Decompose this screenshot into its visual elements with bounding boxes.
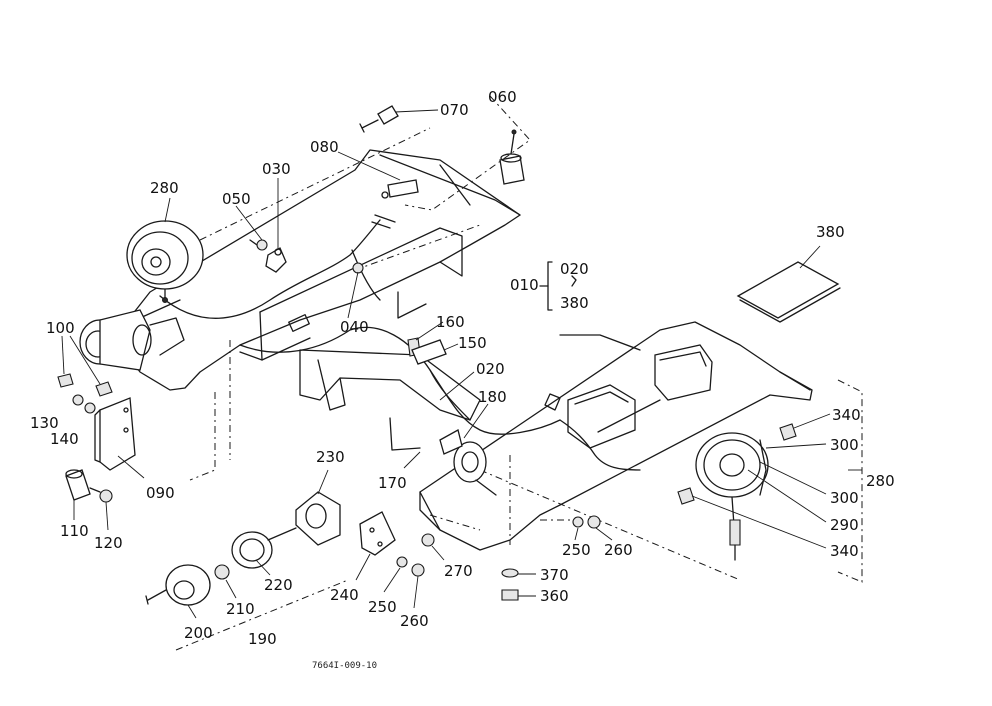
clip-030 [265, 247, 287, 273]
washer-250-right [572, 516, 584, 528]
label-220: 220 [264, 576, 293, 594]
front-lamp-280 [126, 220, 204, 303]
label-340-bottom: 340 [830, 542, 859, 560]
lamp-110 [65, 469, 91, 501]
grommet-040 [352, 262, 364, 274]
label-260-right: 260 [604, 541, 633, 559]
label-090: 090 [146, 484, 175, 502]
operator-manual-380 [736, 261, 841, 323]
washer-130 [72, 394, 84, 406]
lamp-200 [145, 564, 211, 606]
washer-370 [501, 568, 519, 578]
label-380-group: 380 [560, 294, 589, 312]
bolt-100-a [57, 373, 74, 388]
connector-180 [439, 429, 463, 455]
bulb-210 [214, 564, 230, 580]
label-030: 030 [262, 160, 291, 178]
label-130: 130 [30, 414, 59, 432]
label-010: 010 [510, 276, 539, 294]
label-080: 080 [310, 138, 339, 156]
bracket-280-right-outline [837, 379, 863, 583]
label-120: 120 [94, 534, 123, 552]
label-360: 360 [540, 587, 569, 605]
leader-lines [189, 127, 741, 581]
part-number-labels: 060 070 080 030 280 050 040 380 010 020 … [30, 88, 895, 671]
knob-070 [359, 105, 399, 133]
rear-fender-panel [419, 321, 813, 551]
plate-080 [381, 179, 419, 199]
label-380-top: 380 [816, 223, 845, 241]
screw-120 [89, 487, 113, 503]
label-290: 290 [830, 516, 859, 534]
label-060: 060 [488, 88, 517, 106]
bolt-340-left [677, 487, 695, 505]
label-280-top: 280 [150, 179, 179, 197]
label-050: 050 [222, 190, 251, 208]
wiring-harness [159, 214, 641, 471]
front-frame-beam [239, 227, 463, 361]
label-250-right: 250 [562, 541, 591, 559]
label-150: 150 [458, 334, 487, 352]
label-040: 040 [340, 318, 369, 336]
label-200: 200 [184, 624, 213, 642]
label-300-bottom: 300 [830, 489, 859, 507]
drawing-code: 7664I-009-10 [312, 661, 377, 671]
rear-lamp-300 [695, 432, 769, 561]
label-020-group: 020 [560, 260, 589, 278]
rear-tail-housing [567, 344, 713, 449]
front-headlamp-housing [79, 309, 185, 371]
label-020: 020 [476, 360, 505, 378]
bolt-340-top [779, 423, 797, 441]
lamp-body-230 [295, 491, 341, 546]
bracket-190-outline [175, 579, 349, 651]
center-cross-member [299, 349, 481, 451]
label-300-top: 300 [830, 436, 859, 454]
label-250-left: 250 [368, 598, 397, 616]
label-260-left: 260 [400, 612, 429, 630]
label-230: 230 [316, 448, 345, 466]
clamp-150 [411, 339, 447, 365]
bracket-170 [453, 441, 497, 496]
bolt-050 [249, 239, 268, 251]
nut-270 [421, 533, 435, 547]
bracket-240 [359, 511, 396, 556]
label-210: 210 [226, 600, 255, 618]
label-180: 180 [478, 388, 507, 406]
label-140: 140 [50, 430, 79, 448]
label-100: 100 [46, 319, 75, 337]
label-370: 370 [540, 566, 569, 584]
label-170: 170 [378, 474, 407, 492]
label-190: 190 [248, 630, 277, 648]
bracket-060-outline [404, 95, 531, 211]
label-240: 240 [330, 586, 359, 604]
label-280-right: 280 [866, 472, 895, 490]
callout-leaders [61, 109, 862, 619]
label-070: 070 [440, 101, 469, 119]
label-270: 270 [444, 562, 473, 580]
switch-060 [499, 129, 525, 185]
label-110: 110 [60, 522, 89, 540]
nut-360 [501, 589, 519, 601]
nut-260-right [587, 515, 601, 529]
group-bracket-010 [539, 261, 577, 311]
bolt-100-b [95, 381, 113, 397]
nut-140 [84, 402, 96, 414]
label-160: 160 [436, 313, 465, 331]
nut-260-left [411, 563, 425, 577]
washer-250-left [396, 556, 408, 568]
bracket-090 [94, 397, 136, 471]
label-340-top: 340 [832, 406, 861, 424]
lens-220 [231, 527, 297, 569]
